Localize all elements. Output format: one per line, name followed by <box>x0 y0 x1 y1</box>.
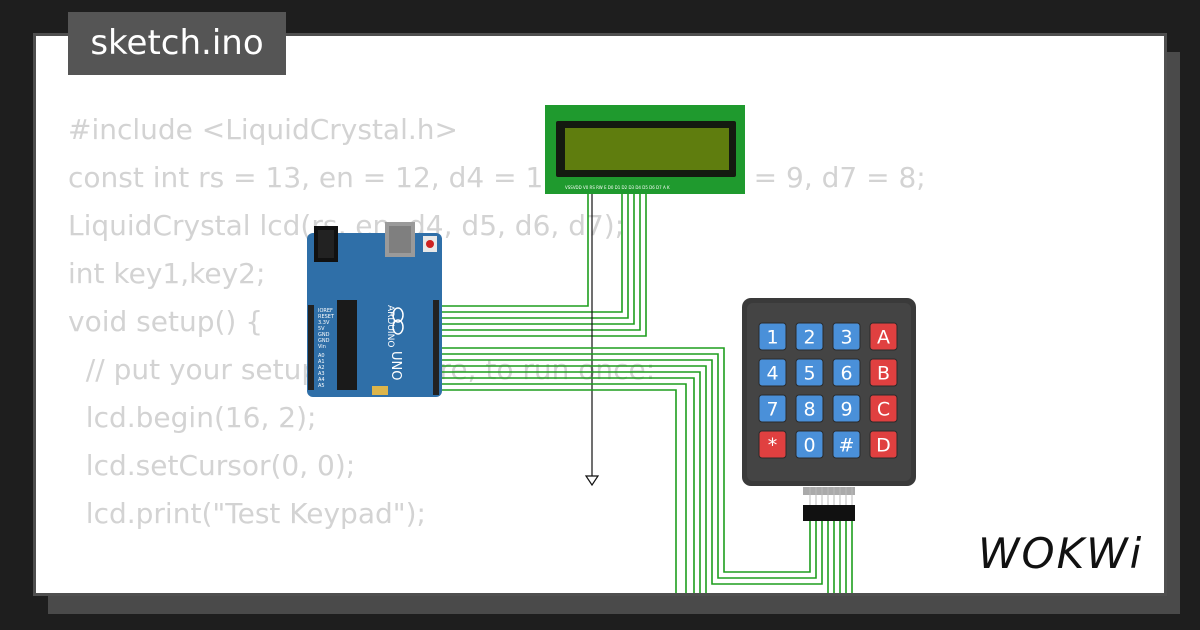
pin-label: 3.3V <box>318 320 330 326</box>
arduino-brand: ARDUINO <box>385 305 395 347</box>
lcd-wires <box>438 190 647 337</box>
code-line: lcd.print("Test Keypad"); <box>68 497 426 530</box>
code-line: lcd.setCursor(0, 0); <box>68 449 356 482</box>
keypad-key[interactable]: B <box>869 358 898 387</box>
keypad-key[interactable]: 6 <box>832 358 861 387</box>
pin-label: IOREF <box>318 308 333 314</box>
keypad-key[interactable]: 8 <box>795 394 824 423</box>
ground-wire <box>584 190 600 487</box>
pin-label: A4 <box>318 377 325 383</box>
keypad-key-label: 3 <box>840 327 852 349</box>
pin-label: GND <box>318 338 330 344</box>
keypad-key[interactable]: 1 <box>758 322 787 351</box>
keypad-key-label: C <box>877 399 890 421</box>
pin-label: GND <box>318 332 330 338</box>
keypad-key-label: 9 <box>840 399 852 421</box>
keypad-key[interactable]: 5 <box>795 358 824 387</box>
keypad[interactable]: 1 2 3 A 4 5 6 B 7 8 9 C * 0 # D <box>742 298 916 521</box>
keypad-key[interactable]: 7 <box>758 394 787 423</box>
keypad-key[interactable]: D <box>869 430 898 459</box>
arduino-uno[interactable]: IOREF RESET 3.3V 5V GND GND Vin A0 A1 A2… <box>307 222 442 397</box>
keypad-key-label: 4 <box>766 363 778 385</box>
keypad-key[interactable]: 3 <box>832 322 861 351</box>
code-preview: #include <LiquidCrystal.h>const int rs =… <box>68 106 926 538</box>
file-title: sketch.ino <box>68 12 286 75</box>
pin-label: RESET <box>318 314 335 320</box>
keypad-key-label: B <box>877 363 890 385</box>
keypad-key-label: A <box>877 327 890 349</box>
keypad-key[interactable]: 0 <box>795 430 824 459</box>
keypad-key-label: 5 <box>803 363 815 385</box>
code-line: void setup() { <box>68 305 264 338</box>
pin-label: A5 <box>318 383 325 389</box>
keypad-key[interactable]: # <box>832 430 861 459</box>
keypad-key-label: # <box>839 435 855 457</box>
arduino-model: UNO <box>388 351 403 380</box>
code-line: // put your setup code here, to run once… <box>85 353 656 386</box>
wokwi-logo: WOKWi <box>978 529 1143 578</box>
keypad-key[interactable]: C <box>869 394 898 423</box>
keypad-key[interactable]: 2 <box>795 322 824 351</box>
pin-label: Vin <box>318 344 326 350</box>
pin-label: A1 <box>318 359 325 365</box>
keypad-key-label: * <box>768 435 778 457</box>
pin-label: A0 <box>318 353 325 359</box>
keypad-key-label: 0 <box>803 435 815 457</box>
lcd-display[interactable]: VSSVDD V0 RS RW E D0 D1 D2 D3 D4 D5 D6 D… <box>545 105 745 194</box>
code-line: int key1,key2; <box>68 257 266 290</box>
keypad-wires <box>438 347 853 593</box>
pin-label: 5V <box>318 326 325 332</box>
keypad-key-label: 2 <box>803 327 815 349</box>
lcd-pin-labels: VSSVDD V0 RS RW E D0 D1 D2 D3 D4 D5 D6 D… <box>565 185 670 190</box>
keypad-key-label: D <box>876 435 891 457</box>
keypad-key-label: 7 <box>766 399 778 421</box>
pin-label: A3 <box>318 371 325 377</box>
keypad-key-label: 8 <box>803 399 815 421</box>
keypad-key[interactable]: 9 <box>832 394 861 423</box>
code-line: lcd.begin(16, 2); <box>68 401 317 434</box>
keypad-key-label: 1 <box>766 327 778 349</box>
keypad-key[interactable]: 4 <box>758 358 787 387</box>
keypad-key-label: 6 <box>840 363 852 385</box>
keypad-key[interactable]: * <box>758 430 787 459</box>
code-line: #include <LiquidCrystal.h> <box>68 113 458 146</box>
keypad-key[interactable]: A <box>869 322 898 351</box>
pin-label: A2 <box>318 365 325 371</box>
